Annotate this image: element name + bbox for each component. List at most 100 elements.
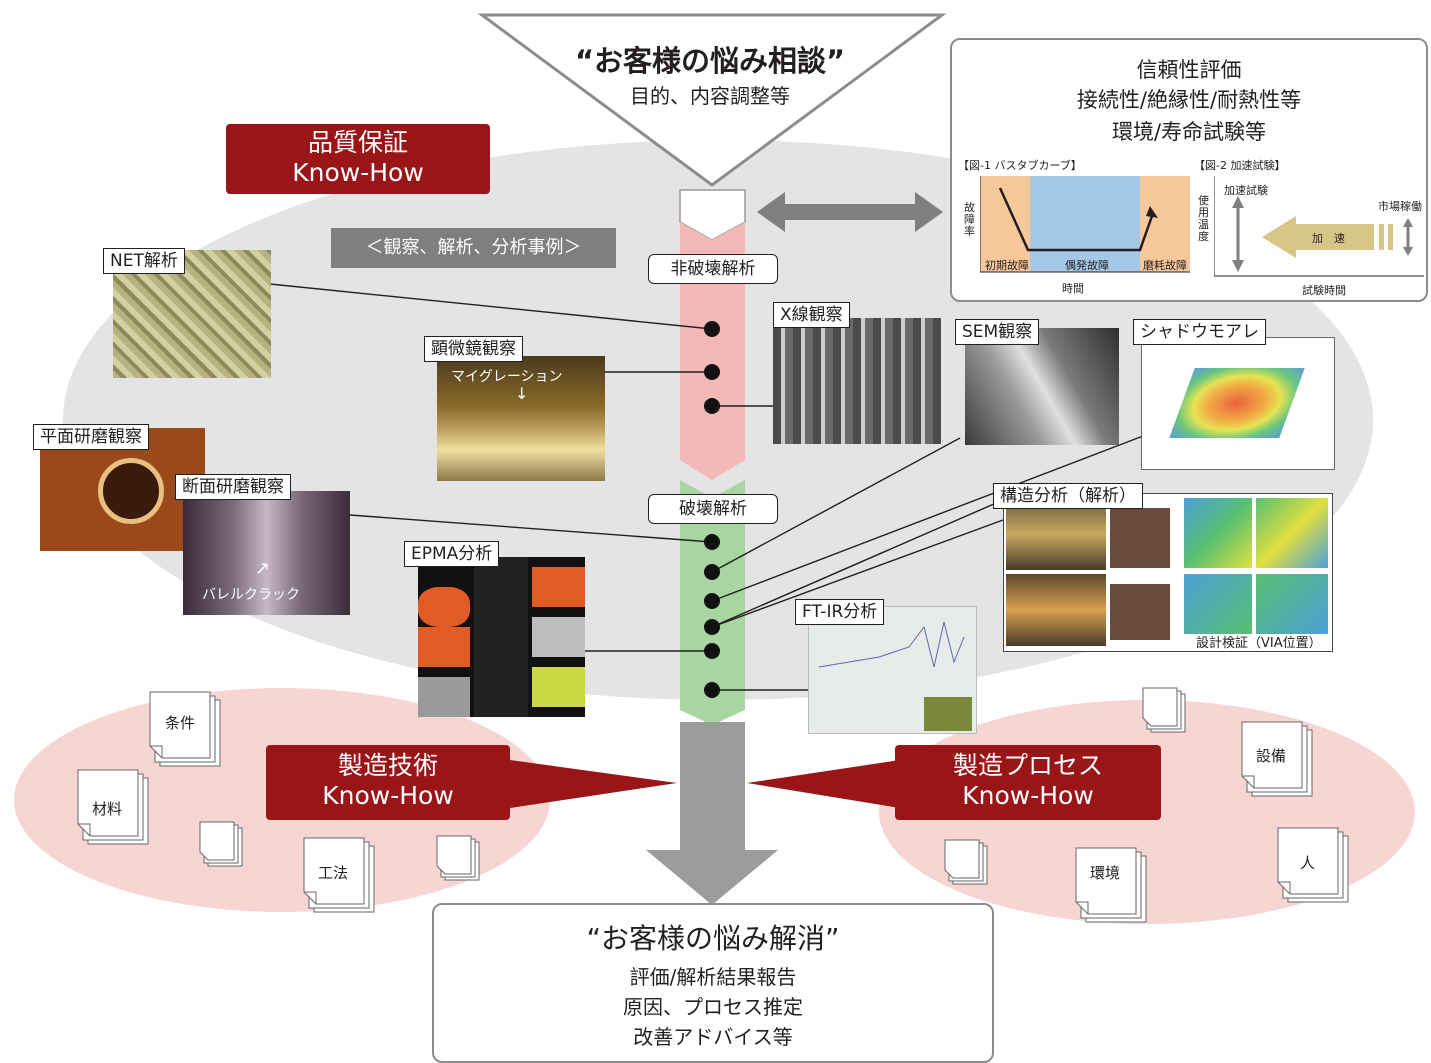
destructive-label: 破壊解析 [648, 494, 778, 524]
line-shadow-moire [711, 435, 1144, 602]
crack-arrow-icon: ↗ [255, 558, 271, 579]
dot-structure [704, 619, 720, 635]
acceleration-chart [1214, 176, 1424, 277]
line-sem [711, 437, 961, 573]
shadow-moire-image [1141, 337, 1335, 470]
doc-blank-icon-3 [1142, 687, 1186, 733]
qa-line-2: Know-How [292, 158, 424, 187]
structure-analysis-image [1003, 493, 1333, 652]
fig1-region-wearout: 磨耗故障 [1143, 259, 1187, 272]
consultation-funnel [477, 13, 947, 187]
result-arrow [646, 722, 778, 905]
result-box: “お客様の悩み解消” 評価/解析結果報告 原因、プロセス推定 改善アドバイス等 [432, 903, 994, 1063]
doc-blank-icon-2 [436, 835, 480, 881]
wedge-left [510, 760, 677, 808]
dot-microscope [704, 364, 720, 380]
fig2-xlabel: 試験時間 [1302, 284, 1346, 297]
epma-image [418, 557, 585, 717]
manufacturing-process-line-1: 製造プロセス [952, 751, 1103, 780]
ftir-label: FT-IR分析 [795, 599, 885, 625]
cross-polish-label: 断面研磨観察 [175, 474, 291, 500]
via-check-label: 設計検証（VIA位置） [1196, 636, 1322, 651]
fig1-region-random: 偶発故障 [1065, 259, 1109, 272]
doc-people-label: 人 [1300, 854, 1316, 872]
reliability-line-2: 接続性/絶縁性/耐熱性等 [1076, 88, 1302, 112]
manufacturing-process-line-2: Know-How [962, 781, 1094, 810]
plane-polish-label: 平面研磨観察 [33, 424, 149, 450]
manufacturing-tech-line-1: 製造技術 [337, 751, 438, 780]
region-early [980, 176, 1030, 272]
migration-label: マイグレーション [451, 369, 563, 385]
doc-materials-label: 材料 [92, 800, 123, 818]
fig2-right-label: 市場稼働 [1378, 200, 1422, 213]
manufacturing-tech-box: 製造技術 Know-How [266, 745, 510, 820]
doc-environment-icon [1075, 847, 1147, 923]
xray-label: X線観察 [773, 302, 850, 328]
fig2-arrow-label: 加 速 [1312, 232, 1345, 245]
fig2-title: 【図-2 加速試験】 [1194, 159, 1286, 172]
structure-analysis-label: 構造分析（解析） [993, 483, 1143, 509]
doc-blank-icon-4 [944, 839, 988, 885]
accel-arrow [1262, 216, 1374, 258]
column-nondestructive [680, 222, 745, 480]
barrel-crack-label: バレルクラック [202, 587, 300, 603]
line-structure [711, 499, 1004, 628]
fig2-left-label: 加速試験 [1224, 184, 1268, 197]
doc-conditions-label: 条件 [165, 714, 196, 732]
dot-net [704, 321, 720, 337]
wedge-right [747, 760, 900, 808]
reliability-line-1: 信頼性評価 [1136, 58, 1242, 82]
cross-polish-image [183, 491, 350, 615]
bathtub-curve-chart [980, 176, 1190, 273]
nondestructive-label: 非破壊解析 [648, 254, 778, 284]
net-analysis-label: NET解析 [103, 248, 185, 274]
manufacturing-process-box: 製造プロセス Know-How [895, 745, 1161, 820]
ftir-image [808, 606, 977, 734]
dot-ftir [704, 682, 720, 698]
fig1-region-early: 初期故障 [985, 259, 1029, 272]
column-dots [704, 321, 720, 698]
qa-line-1: 品質保証 [307, 128, 408, 157]
microscope-label: 顕微鏡観察 [424, 336, 523, 362]
line-cross-polish [349, 514, 713, 543]
fig1-ylabel: 故障率 [964, 201, 975, 238]
dot-shadow [704, 593, 720, 609]
region-random [1030, 176, 1140, 272]
result-line-1: 評価/解析結果報告 [629, 965, 797, 989]
reliability-line-3: 環境/寿命試験等 [1111, 120, 1267, 144]
doc-method-label: 工法 [318, 864, 349, 882]
xray-image [773, 318, 941, 444]
line-net [269, 283, 713, 330]
consultation-title: “お客様の悩み相談” [574, 44, 846, 78]
dot-cross-polish [704, 534, 720, 550]
result-line-2: 原因、プロセス推定 [623, 995, 803, 1019]
epma-label: EPMA分析 [404, 541, 500, 567]
fig2-ylabel: 使用温度 [1198, 194, 1209, 243]
bathtub-line [998, 187, 1154, 252]
line-structure2 [711, 519, 1004, 628]
dot-xray [704, 398, 720, 414]
shadow-moire-label: シャドウモアレ [1133, 319, 1266, 345]
connector-lines [269, 283, 1144, 691]
consultation-subtitle: 目的、内容調整等 [630, 84, 790, 108]
bathtub-arrowhead [1146, 206, 1158, 218]
doc-blank-icon-1 [199, 821, 243, 867]
quality-assurance-box: 品質保証 Know-How [226, 124, 490, 194]
double-arrow [757, 192, 943, 232]
doc-equipment-label: 設備 [1256, 747, 1287, 765]
reliability-box: 信頼性評価 接続性/絶縁性/耐熱性等 環境/寿命試験等 【図-1 バスタブカーブ… [950, 38, 1428, 302]
fig1-title: 【図-1 バスタブカーブ】 [958, 159, 1082, 172]
sem-image [965, 328, 1119, 445]
result-line-3: 改善アドバイス等 [633, 1025, 793, 1049]
sem-label: SEM観察 [955, 319, 1040, 345]
migration-arrow-icon: ↓ [515, 384, 529, 403]
doc-environment-label: 環境 [1090, 864, 1121, 882]
cases-banner: ＜観察、解析、分析事例＞ [331, 228, 616, 268]
fig1-xlabel: 時間 [1062, 282, 1084, 295]
result-title: “お客様の悩み解消” [586, 922, 840, 955]
dot-sem [704, 564, 720, 580]
microscope-image [437, 356, 605, 481]
dot-epma [704, 643, 720, 659]
manufacturing-tech-line-2: Know-How [322, 781, 454, 810]
